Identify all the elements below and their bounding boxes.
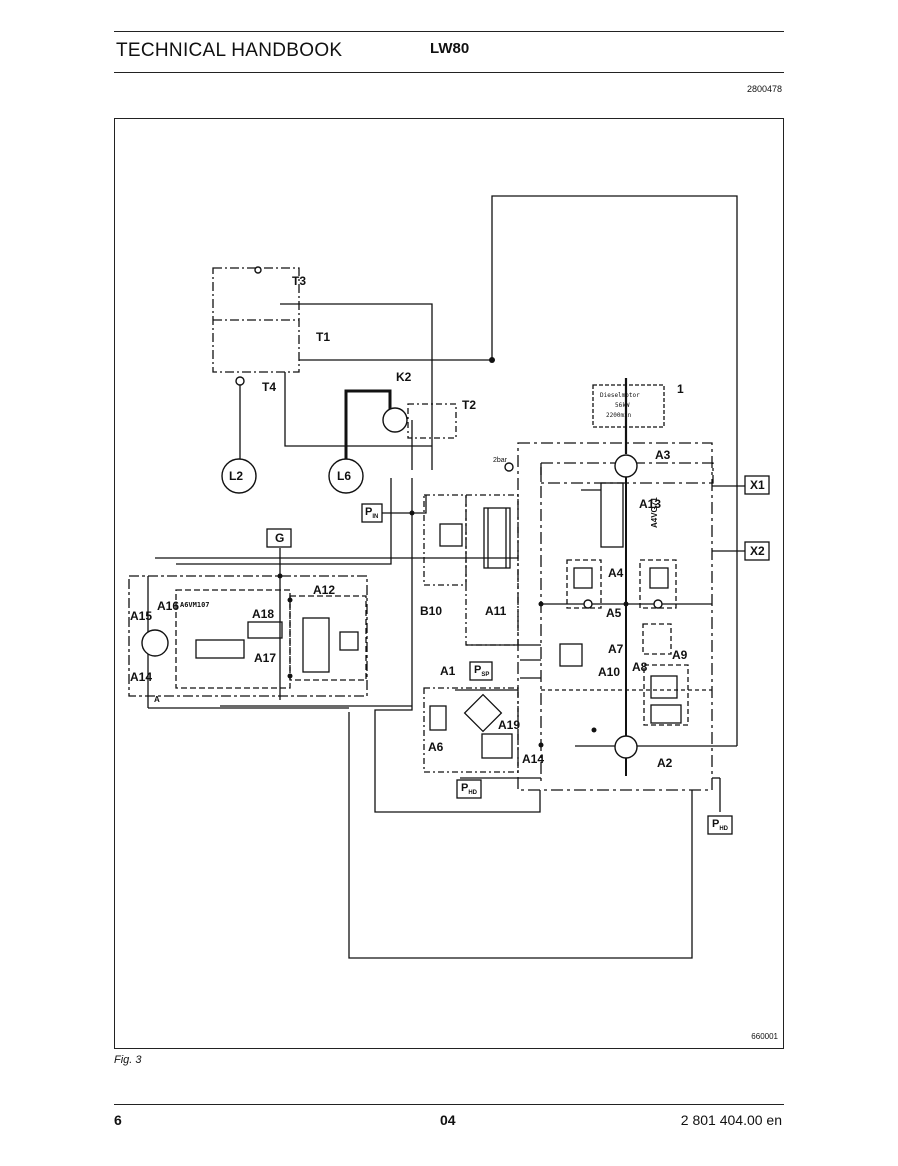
label-a10: A10 <box>598 665 621 679</box>
label-a8: A8 <box>632 660 648 674</box>
label-a1: A1 <box>440 664 456 678</box>
label-a5: A5 <box>606 606 622 620</box>
label-a14-left: A14 <box>130 670 153 684</box>
label-p-sp: PSP <box>474 664 489 678</box>
drawing-number: 660001 <box>751 1032 778 1041</box>
engine-label-line2: 56kW <box>615 402 630 409</box>
engine-label-line1: Dieselmotor <box>600 392 640 399</box>
label-a4: A4 <box>608 566 624 580</box>
label-t2: T2 <box>462 398 477 412</box>
label-p-hd-center: PHD <box>461 782 477 796</box>
footer-document-number: 2 801 404.00 en <box>680 1112 782 1128</box>
label-p-hd-center-main: P <box>461 782 469 794</box>
label-p-in-main: P <box>365 506 373 518</box>
label-a13: A13 <box>639 497 662 511</box>
label-a6: A6 <box>428 740 444 754</box>
header-top-rule <box>114 31 784 32</box>
label-l2: L2 <box>229 469 244 483</box>
label-a16: A16 <box>157 599 180 613</box>
label-a3: A3 <box>655 448 671 462</box>
label-1: 1 <box>677 382 684 396</box>
label-t1: T1 <box>316 330 331 344</box>
label-t3: T3 <box>292 274 307 288</box>
label-a-port: A <box>154 695 160 704</box>
label-g: G <box>275 531 285 545</box>
figure-caption: Fig. 3 <box>114 1054 142 1066</box>
revision-number: 04 <box>440 1112 456 1128</box>
label-bar: 2bar <box>493 457 508 464</box>
label-a2: A2 <box>657 756 673 770</box>
label-k2: K2 <box>396 370 412 384</box>
label-x1: X1 <box>750 478 765 492</box>
label-l6: L6 <box>337 469 352 483</box>
document-number: 2800478 <box>746 84 782 94</box>
label-a18: A18 <box>252 607 275 621</box>
label-p-in-sub: IN <box>372 514 379 521</box>
label-p-hd-center-sub: HD <box>468 790 478 797</box>
label-a4vg71: A4VG71 <box>650 497 659 528</box>
label-a7: A7 <box>608 642 624 656</box>
label-a17: A17 <box>254 651 277 665</box>
label-a11: A11 <box>485 604 507 618</box>
handbook-title: TECHNICAL HANDBOOK <box>116 40 343 61</box>
label-a14-right: A14 <box>522 752 545 766</box>
label-a19: A19 <box>498 718 521 732</box>
label-p-in: PIN <box>365 506 378 520</box>
engine-label-line3: 2200min <box>606 412 632 419</box>
label-t4: T4 <box>262 380 277 394</box>
header-bottom-rule <box>114 72 784 73</box>
label-a6vm107: A6VM107 <box>180 601 210 609</box>
diagram-frame <box>114 118 784 1049</box>
label-p-hd-right: PHD <box>712 818 728 832</box>
label-a9: A9 <box>672 648 688 662</box>
label-a12: A12 <box>313 583 336 597</box>
label-b10: B10 <box>420 604 443 618</box>
label-p-sp-sub: SP <box>481 672 490 679</box>
label-p-hd-right-main: P <box>712 818 720 830</box>
label-x2: X2 <box>750 544 765 558</box>
label-a15: A15 <box>130 609 153 623</box>
model-name: LW80 <box>430 40 470 57</box>
label-p-sp-main: P <box>474 664 482 676</box>
footer-rule <box>114 1104 784 1105</box>
page-number: 6 <box>114 1112 122 1128</box>
label-p-hd-right-sub: HD <box>719 826 729 833</box>
